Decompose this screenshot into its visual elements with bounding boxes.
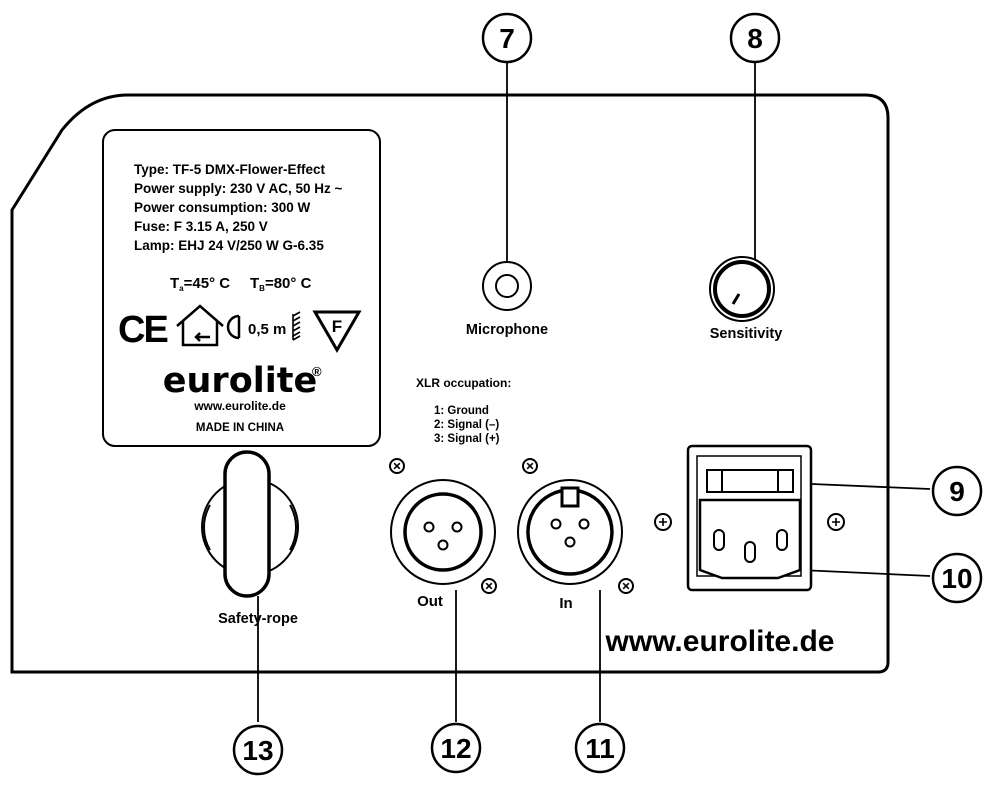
out-label: Out: [417, 593, 443, 610]
xlr-pin-2: 2: Signal (–): [434, 419, 499, 431]
f-mark-triangle-icon: F: [312, 310, 362, 353]
plate-brand-logo: eurolite: [163, 361, 317, 401]
dmx-in-socket: [517, 458, 634, 594]
sensitivity-knob: [709, 256, 775, 322]
callout-13: 13: [232, 724, 284, 776]
svg-text:10: 10: [941, 563, 972, 594]
temp-a: Ta=45° C: [170, 275, 230, 293]
callout-7: 7: [481, 12, 533, 64]
safety-rope-eyelet: [201, 450, 299, 598]
plate-line-power-supply: Power supply: 230 V AC, 50 Hz ~: [134, 181, 343, 196]
sensitivity-label: Sensitivity: [710, 326, 783, 342]
ce-mark-icon: CE: [118, 309, 167, 351]
label-plate: Type: TF-5 DMX-Flower-Effect Power suppl…: [102, 129, 381, 447]
indoor-use-icon: [176, 304, 224, 347]
leader-lines: [257, 62, 931, 722]
callout-12: 12: [430, 722, 482, 774]
xlr-pin-3: 3: Signal (+): [434, 433, 500, 445]
callout-11: 11: [574, 722, 626, 774]
svg-text:11: 11: [585, 733, 615, 764]
microphone-label: Microphone: [466, 322, 548, 338]
callout-9: 9: [931, 465, 983, 517]
dmx-out-socket: [389, 458, 497, 594]
min-distance-value: 0,5 m: [248, 321, 286, 338]
plate-website: www.eurolite.de: [193, 399, 286, 413]
panel-website: www.eurolite.de: [605, 625, 835, 658]
registered-mark: ®: [312, 364, 322, 379]
plate-line-power-consumption: Power consumption: 300 W: [134, 200, 311, 215]
plate-line-fuse: Fuse: F 3.15 A, 250 V: [134, 219, 268, 234]
safety-rope-label: Safety-rope: [218, 611, 298, 627]
xlr-pin-1: 1: Ground: [434, 405, 489, 417]
svg-text:7: 7: [499, 23, 515, 54]
power-module: [654, 444, 845, 592]
surface-hatch-icon: [292, 311, 301, 341]
svg-text:13: 13: [242, 735, 273, 766]
plate-line-type: Type: TF-5 DMX-Flower-Effect: [134, 162, 326, 177]
callout-8: 8: [729, 12, 781, 64]
callout-10: 10: [931, 552, 983, 604]
svg-text:9: 9: [949, 476, 965, 507]
f-mark-letter: F: [332, 317, 342, 336]
temp-b: TB=80° C: [250, 275, 312, 293]
power-inlet-socket: [698, 498, 802, 580]
svg-text:12: 12: [440, 733, 471, 764]
fuse-holder: [706, 469, 794, 493]
in-label: In: [559, 595, 572, 612]
plate-origin: MADE IN CHINA: [196, 422, 284, 434]
xlr-occupation-title: XLR occupation:: [416, 376, 511, 390]
microphone-socket: [482, 261, 532, 311]
plate-line-lamp: Lamp: EHJ 24 V/250 W G-6.35: [134, 238, 324, 253]
min-distance-icon: [226, 314, 241, 340]
svg-text:8: 8: [747, 23, 763, 54]
